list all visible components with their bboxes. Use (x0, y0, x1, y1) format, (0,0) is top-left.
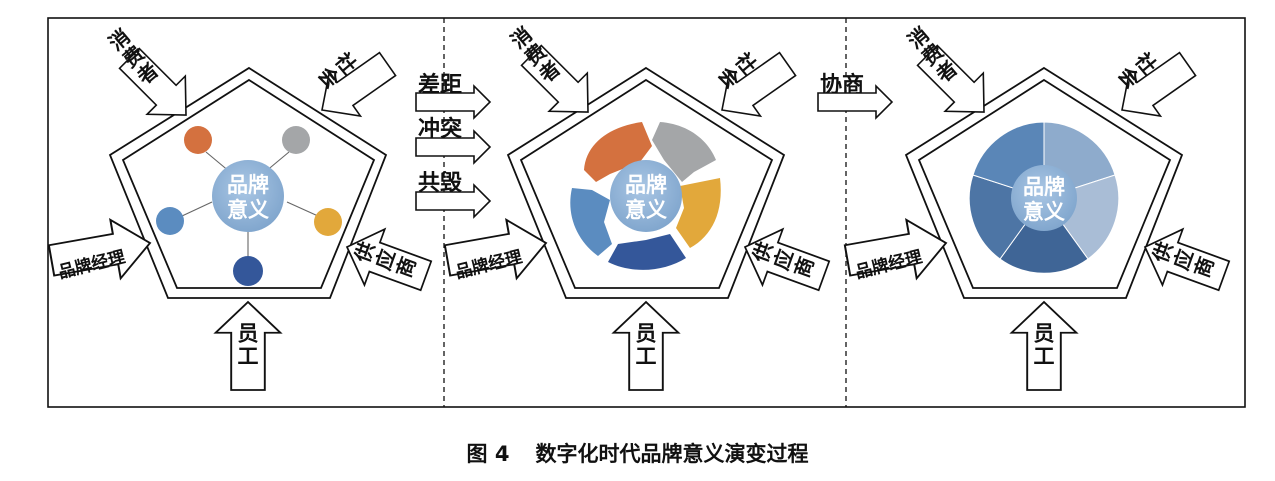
transitions-1: 差距 冲突 共毁 (415, 72, 491, 218)
employee-label-1: 员工 (238, 321, 259, 368)
center-label-line1: 品牌 (625, 173, 667, 197)
diagram-frame (47, 17, 1246, 408)
pentagon-inner (519, 78, 774, 289)
circle-navy (233, 256, 263, 286)
center-circle (610, 160, 682, 232)
center-label-line2: 意义 (1023, 200, 1065, 224)
figure-title: 数字化时代品牌意义演变过程 (535, 442, 809, 466)
circle-gold (314, 208, 342, 236)
panel-1: 消费者 社会 品牌经理 供应商 员工 品牌 意 (45, 24, 437, 391)
ring-segment-gray (652, 122, 716, 182)
circle-orange (184, 126, 212, 154)
ring-segment-blue (570, 188, 612, 256)
pentagon-outer (506, 66, 786, 299)
puzzle-ring (570, 122, 721, 270)
ring-segment-orange (584, 122, 652, 182)
ring-segment-gold (676, 178, 721, 248)
center-label-line2: 意义 (227, 198, 269, 222)
employee-label-1: 员工 (1034, 321, 1055, 368)
panel-3: 消费者 社会 品牌经理 供应商 员工 品牌 意义 (841, 22, 1235, 391)
ring-segment-3 (999, 197, 1089, 274)
pentagon-inner (917, 78, 1172, 289)
transitions-2: 协商 (817, 72, 893, 119)
pentagon-outer (108, 66, 388, 299)
center-label-line1: 品牌 (227, 173, 269, 197)
center-label-line1: 品牌 (1023, 175, 1065, 199)
center-label-line2: 意义 (625, 198, 667, 222)
circle-blue (156, 207, 184, 235)
center-circle (212, 160, 284, 232)
circle-gray (282, 126, 310, 154)
panel-2: 消费者 社会 品牌经理 供应商 员工 品牌 意义 (441, 22, 835, 391)
employee-label-1: 员工 (636, 321, 657, 368)
center-circle (1011, 165, 1077, 231)
pentagon-inner (121, 78, 376, 289)
pentagon-outer (904, 66, 1184, 299)
figure-caption: 图 4 数字化时代品牌意义演变过程 (0, 438, 1275, 468)
figure-number: 图 4 (466, 442, 510, 466)
ring-segment-navy (608, 234, 686, 270)
